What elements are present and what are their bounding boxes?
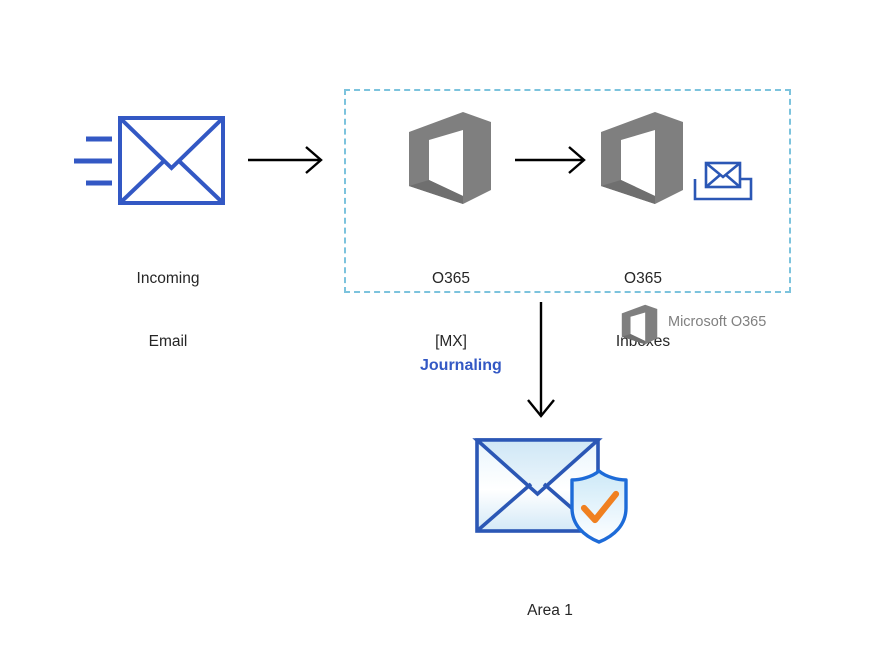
legend-label-microsoft-o365: Microsoft O365 (668, 314, 767, 330)
o365-mx-caption: O365 [MX] (371, 226, 531, 394)
o365-inboxes-badge (692, 158, 754, 204)
area1-caption: Area 1 email security (470, 558, 630, 653)
o365-mx-node (405, 108, 497, 210)
arrow-right-icon (515, 146, 586, 174)
o365-inboxes-node (597, 108, 689, 210)
o365-mx-caption-line-2: [MX] (435, 333, 467, 350)
arrow-mx-to-inboxes (515, 142, 595, 178)
legend-office-logo (620, 303, 660, 347)
incoming-email-node (70, 110, 235, 220)
arrow-right-icon (248, 146, 323, 174)
area1-caption-line-1: Area 1 (527, 602, 573, 619)
inbox-tray-envelope-icon (693, 161, 753, 201)
arrow-inboxes-to-area1 (520, 300, 564, 424)
area1-email-security-node (468, 432, 633, 547)
o365-mx-caption-line-1: O365 (432, 270, 470, 287)
edge-label-journaling: Journaling (420, 357, 502, 374)
incoming-email-caption: Incoming Email (88, 226, 248, 394)
envelope-with-motion-lines-icon (74, 116, 225, 205)
o365-inboxes-caption-line-1: O365 (624, 270, 662, 287)
microsoft-office-logo-icon (621, 304, 658, 345)
arrow-down-icon (527, 302, 555, 418)
arrow-incoming-to-mx (248, 142, 333, 178)
microsoft-o365-group-boundary (344, 89, 791, 293)
incoming-email-caption-line-2: Email (148, 333, 188, 350)
envelope-shield-check-icon (472, 438, 628, 544)
microsoft-office-logo-icon (409, 112, 491, 204)
incoming-email-caption-line-1: Incoming (136, 270, 200, 287)
microsoft-office-logo-icon (601, 112, 683, 204)
